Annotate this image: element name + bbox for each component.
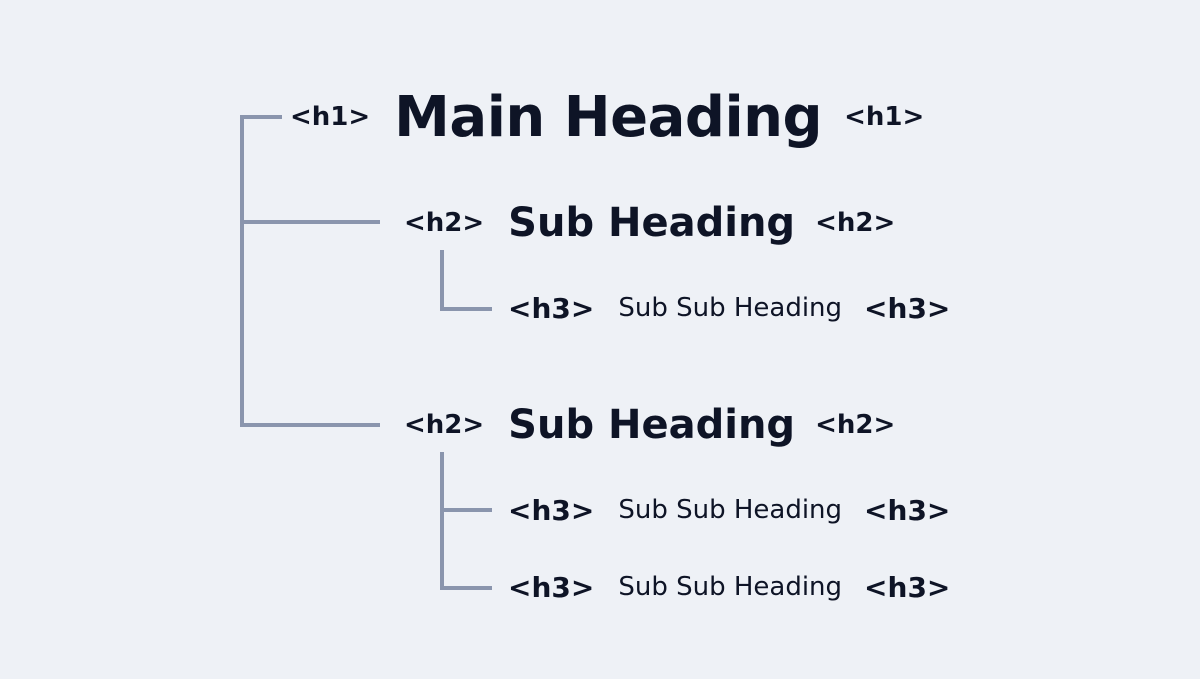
h2-open-tag: <h2> xyxy=(404,208,485,238)
h1-close-tag: <h1> xyxy=(844,102,925,132)
h3-close-tag: <h3> xyxy=(864,570,951,604)
h3-close-tag: <h3> xyxy=(864,493,951,527)
h2-first-to-h3-line xyxy=(440,250,492,311)
h2-second-trunk-line xyxy=(440,452,492,590)
h3-heading-text: Sub Sub Heading xyxy=(618,293,843,323)
h2-row: <h2> Sub Heading <h2> xyxy=(404,198,895,248)
h2-close-tag: <h2> xyxy=(815,410,896,440)
h2-heading-text: Sub Heading xyxy=(508,402,796,448)
h3-open-tag: <h3> xyxy=(508,291,595,325)
h1-row: <h1> Main Heading <h1> xyxy=(290,82,924,152)
h3-row: <h3> Sub Sub Heading <h3> xyxy=(508,567,950,607)
h1-trunk-line xyxy=(240,115,380,427)
h3-heading-text: Sub Sub Heading xyxy=(618,572,843,602)
h2-heading-text: Sub Heading xyxy=(508,200,796,246)
h2-close-tag: <h2> xyxy=(815,208,896,238)
h2-open-tag: <h2> xyxy=(404,410,485,440)
h3-heading-text: Sub Sub Heading xyxy=(618,495,843,525)
h3-open-tag: <h3> xyxy=(508,570,595,604)
h1-open-tag: <h1> xyxy=(290,102,371,132)
h3-row: <h3> Sub Sub Heading <h3> xyxy=(508,490,950,530)
h2-row: <h2> Sub Heading <h2> xyxy=(404,400,895,450)
h3-open-tag: <h3> xyxy=(508,493,595,527)
h1-heading-text: Main Heading xyxy=(394,84,823,150)
h3-close-tag: <h3> xyxy=(864,291,951,325)
h3-row: <h3> Sub Sub Heading <h3> xyxy=(508,288,950,328)
